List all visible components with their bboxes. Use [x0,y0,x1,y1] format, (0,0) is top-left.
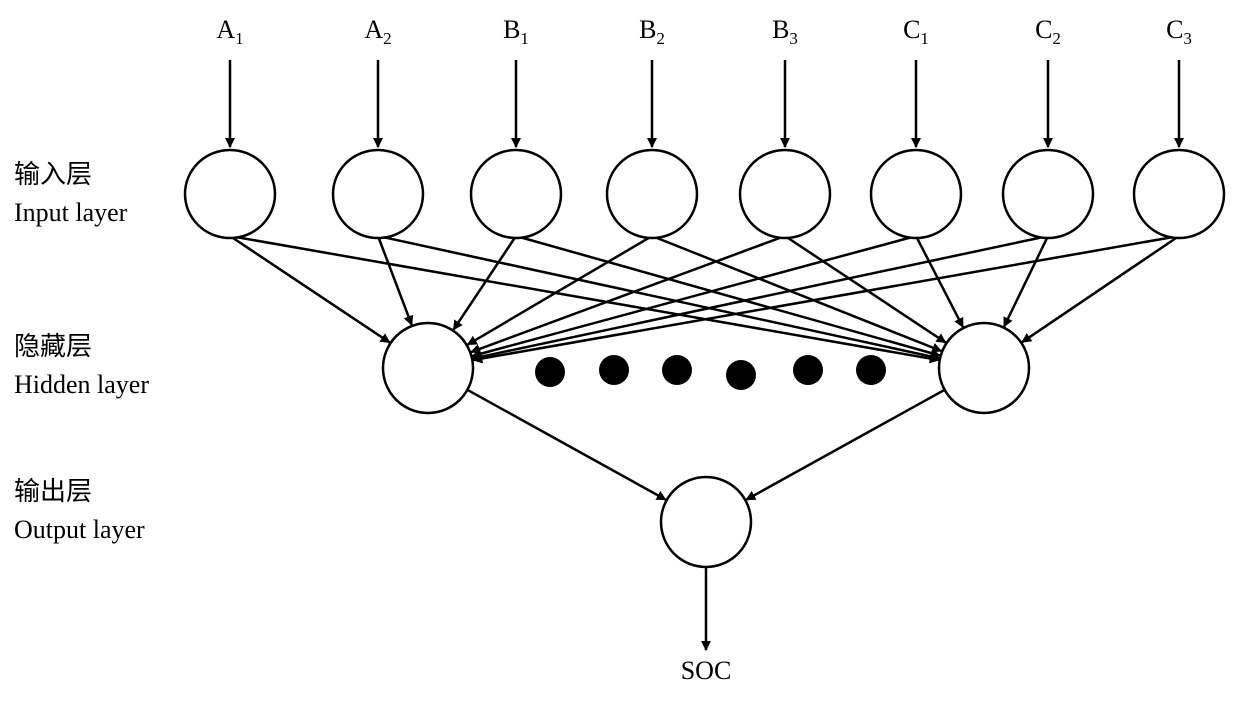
input-label-b2: B2 [639,15,665,48]
input-node-4 [605,148,699,240]
hidden-layer-label-zh: 隐藏层 [14,332,92,361]
input-label-a1: A1 [216,15,243,48]
edge-input-4-to-hidden-1 [466,234,653,346]
hidden-layer-label-en: Hidden layer [14,370,149,399]
hidden-node-2 [937,321,1031,415]
output-node [659,475,753,569]
edge-input-6-to-hidden-2 [914,235,965,328]
ellipsis-dot [535,357,565,387]
input-layer-label-en: Input layer [14,198,128,227]
edge-input-2-to-hidden-1 [376,235,414,326]
edge-input-2-to-hidden-2 [377,234,941,362]
ellipsis-dot [726,360,756,390]
input-node-6 [869,148,963,240]
edge-hidden-2-to-output [745,388,946,501]
input-labels: A1 A2 B1 B2 B3 C1 C2 C3 [216,15,1192,48]
input-node-5 [738,148,832,240]
edge-input-4-to-hidden-2 [651,234,943,353]
edge-hidden-1-to-output [466,388,667,501]
input-node-3 [469,148,563,240]
edge-input-6-to-hidden-1 [471,234,917,359]
edge-input-7-to-hidden-1 [472,234,1049,362]
input-node-2 [331,148,425,240]
input-node-8 [1132,148,1226,240]
edge-input-5-to-hidden-2 [784,234,947,344]
input-label-b3: B3 [772,15,798,48]
edge-input-1-to-hidden-2 [229,234,940,364]
output-label: SOC [681,656,732,685]
output-layer-label-zh: 输出层 [14,477,92,506]
ellipsis-dot [662,355,692,385]
ellipsis-dot [599,355,629,385]
ellipsis-dot [793,355,823,385]
edge-input-3-to-hidden-1 [452,235,518,331]
edge-input-1-to-hidden-1 [229,234,391,344]
input-node-7 [1001,148,1095,240]
edge-input-8-to-hidden-2 [1021,234,1180,344]
edge-input-5-to-hidden-1 [470,234,786,354]
nodes [183,148,1226,569]
input-label-b1: B1 [503,15,529,48]
edge-input-3-to-hidden-2 [515,234,941,358]
output-layer-label-en: Output layer [14,515,145,544]
hidden-node-1 [381,321,475,415]
input-node-1 [183,148,277,240]
input-label-c3: C3 [1166,15,1192,48]
input-label-a2: A2 [364,15,391,48]
input-label-c2: C2 [1035,15,1061,48]
connections [225,60,1184,651]
input-label-c1: C1 [903,15,929,48]
input-layer-label-zh: 输入层 [14,160,92,189]
edge-input-7-to-hidden-2 [1002,235,1050,328]
ellipsis-dot [856,355,886,385]
edge-input-8-to-hidden-1 [472,234,1180,364]
